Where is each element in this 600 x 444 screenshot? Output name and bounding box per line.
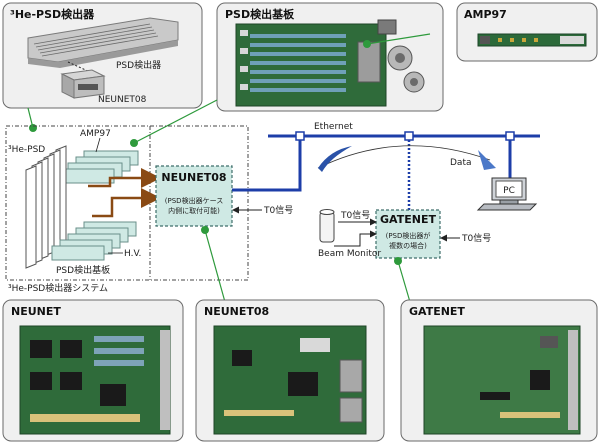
pc-label: PC <box>503 186 515 196</box>
gatenet-box: GATENET (PSD検出器が 複数の場合) <box>375 209 441 259</box>
neunet08-box-note-1: (PSD検出器ケース <box>165 196 223 205</box>
panel-connectors-bottom <box>204 229 411 303</box>
amp97-panel: AMP97 <box>456 2 598 62</box>
amp97-label: AMP97 <box>80 129 111 139</box>
neunet08-t0-label: T0信号 <box>263 204 293 216</box>
beam-monitor-label: Beam Monitor <box>318 249 381 259</box>
neunet-board-image <box>19 325 171 435</box>
gatenet-box-note-1: (PSD検出器が <box>386 231 431 240</box>
neunet-panel-title: NEUNET <box>11 305 61 318</box>
connector-dot <box>394 257 402 265</box>
neunet08-module-label: NEUNET08 <box>98 95 147 105</box>
system-label: ³He-PSD検出器システム <box>8 282 108 294</box>
psd-detector-label: PSD検出器 <box>116 59 161 71</box>
gatenet-board-image <box>423 325 581 435</box>
beam-monitor-arrow <box>334 230 377 247</box>
he-psd-panel: ³He-PSD検出器 PSD検出器 NEUNET08 <box>2 2 203 109</box>
connector-dot <box>201 226 209 234</box>
he-psd-panel-title: ³He-PSD検出器 <box>10 7 95 21</box>
gatenet-t0-left-label: T0信号 <box>340 209 370 221</box>
neunet08-box-title: NEUNET08 <box>161 171 226 184</box>
amp97-leader <box>95 137 101 153</box>
psd-board-label: PSD検出基板 <box>56 264 110 276</box>
he-psd-label: ³He-PSD <box>8 145 45 155</box>
beam-monitor-icon <box>319 209 335 243</box>
connector-dot <box>130 139 138 147</box>
he-psd-tube-stack <box>25 145 67 269</box>
amp97-panel-title: AMP97 <box>464 8 507 21</box>
neunet08-box-note-2: 内側に取付可能) <box>168 206 220 215</box>
ethernet-label: Ethernet <box>314 122 353 132</box>
gatenet-box-note-2: 複数の場合) <box>389 241 427 250</box>
data-flow-arc <box>317 145 496 172</box>
neunet08-panel: NEUNET08 <box>195 299 385 442</box>
neunet08-board-image <box>213 325 367 435</box>
psd-board-panel: PSD検出基板 <box>216 2 444 112</box>
psd-detector-image <box>27 17 179 73</box>
gatenet-t0-right-label: T0信号 <box>461 232 491 244</box>
system-boundary <box>5 125 249 281</box>
neunet08-panel-title: NEUNET08 <box>204 305 269 318</box>
psd-board-image <box>235 19 425 107</box>
amp97-board-image <box>477 33 587 47</box>
neunet-panel: NEUNET <box>2 299 184 442</box>
neunet08-module-image <box>60 69 106 99</box>
psd-board-stack <box>51 221 137 261</box>
pc-icon <box>476 177 538 211</box>
amp97-stack <box>59 150 139 184</box>
data-label: Data <box>450 158 472 168</box>
signal-arrows <box>88 168 161 218</box>
hv-label: H.V. <box>124 249 141 259</box>
ethernet-network <box>232 131 540 212</box>
psd-board-panel-title: PSD検出基板 <box>225 7 295 21</box>
gatenet-panel: GATENET <box>400 299 598 442</box>
gatenet-box-title: GATENET <box>380 213 436 226</box>
connector-dot <box>29 124 37 132</box>
gatenet-panel-title: GATENET <box>409 305 465 318</box>
connector-dot <box>363 40 371 48</box>
neunet08-box: NEUNET08 (PSD検出器ケース 内側に取付可能) <box>155 165 233 227</box>
